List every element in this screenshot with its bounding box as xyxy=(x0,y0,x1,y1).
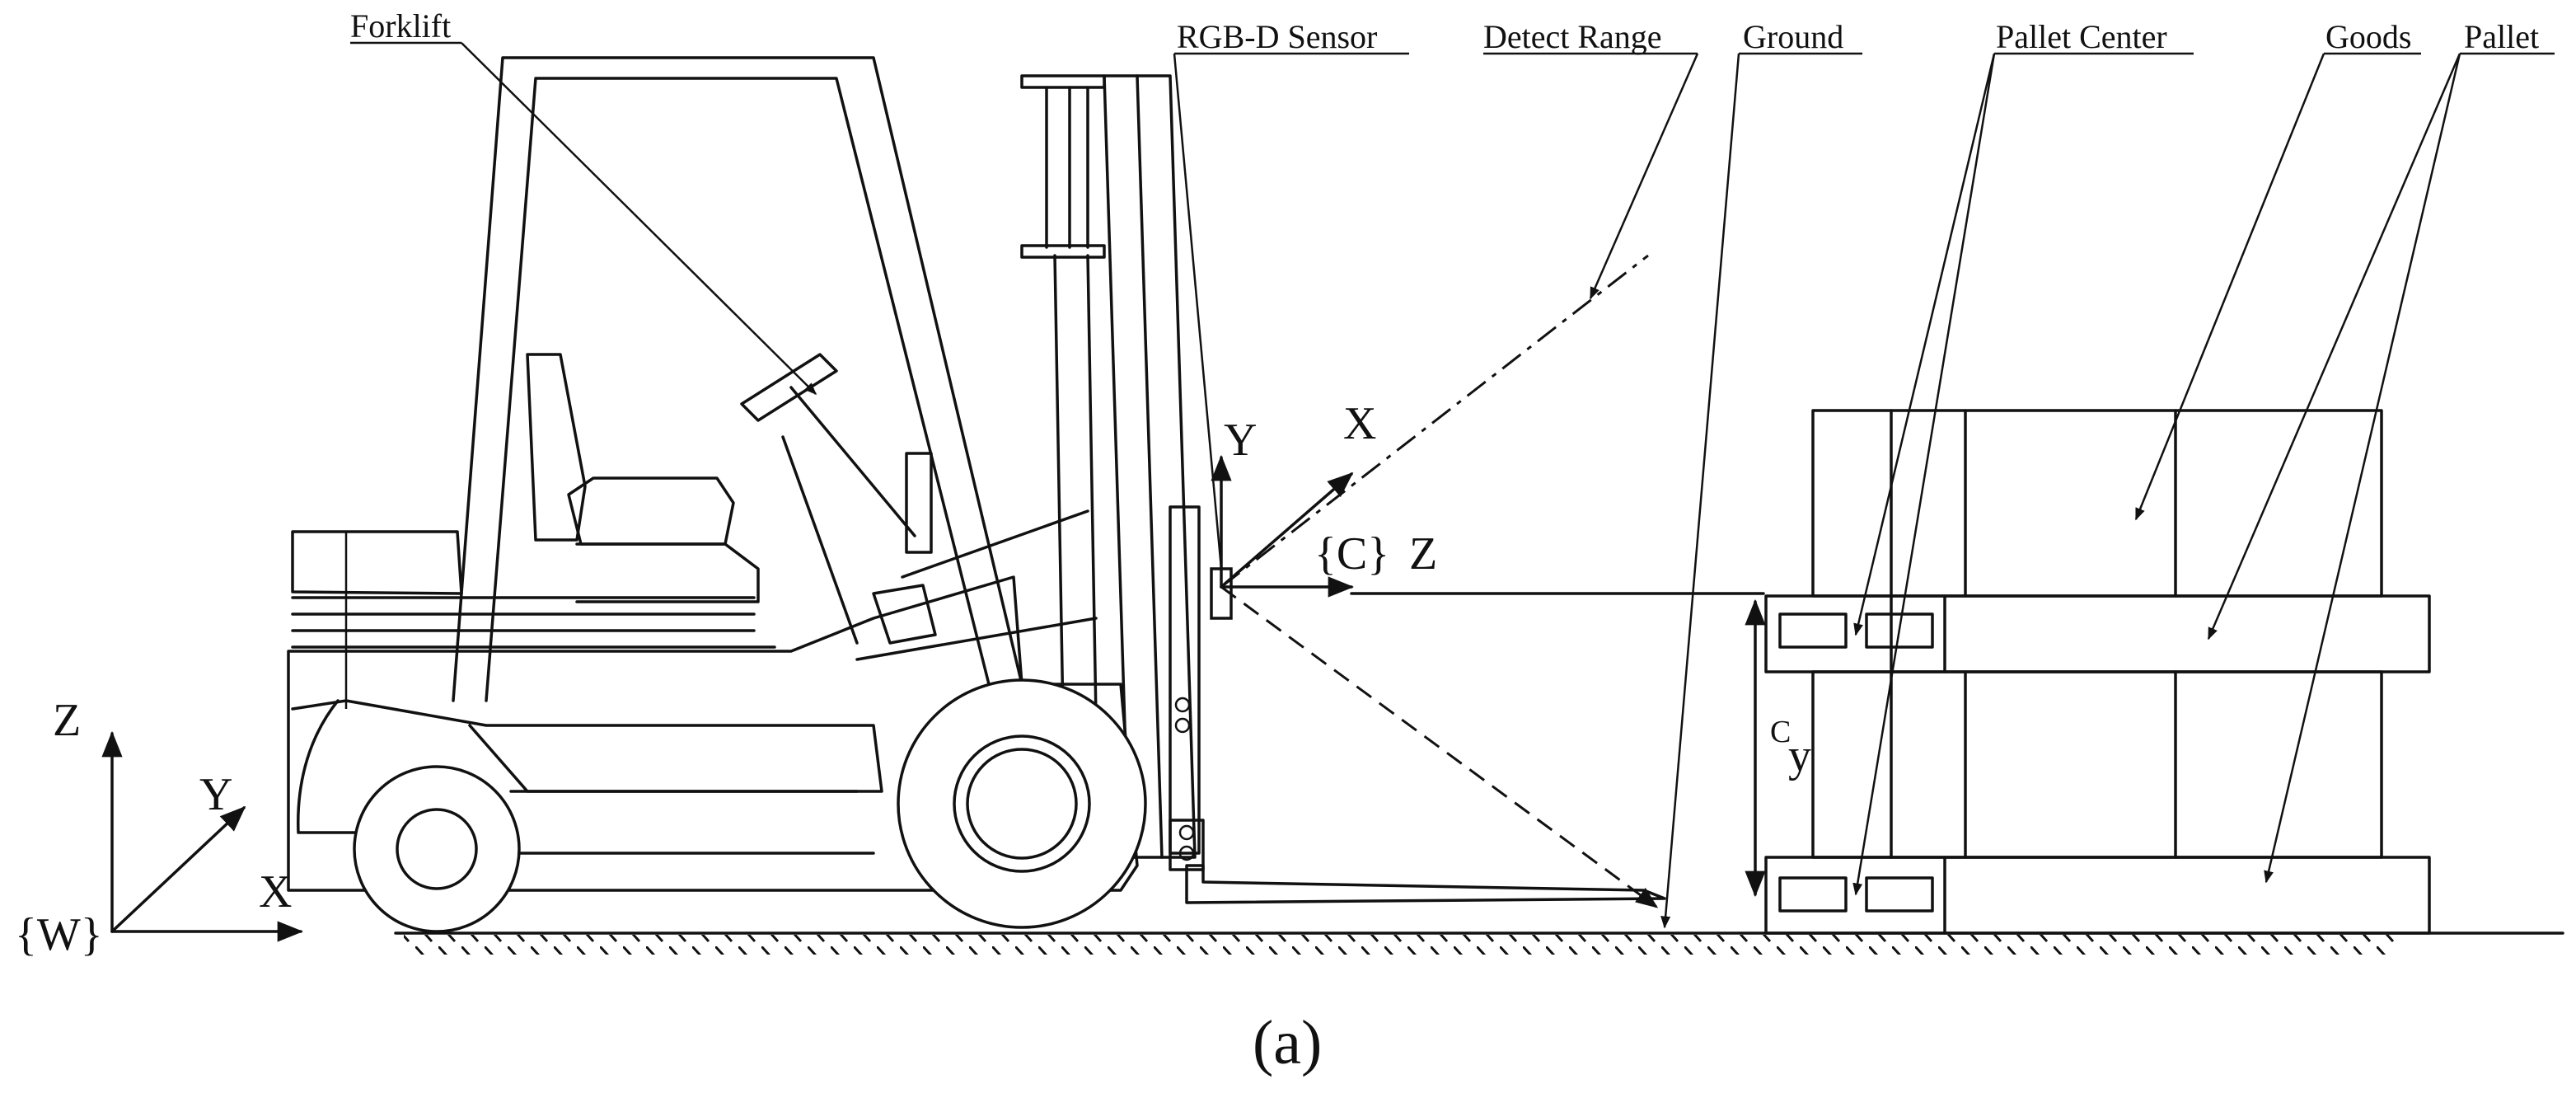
label-rgbd-sensor: RGB-D Sensor xyxy=(1177,18,1377,55)
callout-pallet-center: Pallet Center xyxy=(1852,18,2194,896)
camera-z-label: Z xyxy=(1409,528,1437,580)
callout-ground: Ground xyxy=(1660,18,1862,929)
callout-goods: Goods xyxy=(2134,18,2421,521)
camera-frame-name: {C} xyxy=(1314,528,1389,580)
label-detect-range: Detect Range xyxy=(1483,18,1662,55)
world-z-label: Z xyxy=(53,695,81,746)
camera-frame: Y X {C} Z xyxy=(1211,398,1765,598)
forklift-drawing xyxy=(287,56,1666,933)
label-pallet: Pallet xyxy=(2464,18,2539,55)
figure-caption: (a) xyxy=(1253,1008,1322,1077)
detect-range xyxy=(1220,254,1659,908)
ground-line xyxy=(394,931,2564,955)
height-dimension: C y xyxy=(1745,598,1811,898)
label-forklift: Forklift xyxy=(350,7,451,45)
label-ground: Ground xyxy=(1743,18,1843,55)
callout-forklift: Forklift xyxy=(350,7,817,396)
dimension-superscript: C xyxy=(1770,715,1791,749)
label-goods: Goods xyxy=(2325,18,2411,55)
camera-y-label: Y xyxy=(1224,415,1257,466)
world-y-label: Y xyxy=(199,769,232,820)
world-x-label: X xyxy=(259,866,292,917)
label-pallet-center: Pallet Center xyxy=(1996,18,2167,55)
pallet-stack xyxy=(1764,409,2431,935)
callout-pallet: Pallet xyxy=(2207,18,2555,884)
world-frame: Z Y X {W} xyxy=(15,695,304,960)
camera-x-label: X xyxy=(1343,398,1376,449)
callout-detect-range: Detect Range xyxy=(1483,18,1699,300)
world-frame-name: {W} xyxy=(15,909,103,960)
callout-rgbd-sensor: RGB-D Sensor xyxy=(1173,18,1409,570)
dimension-symbol: y xyxy=(1788,730,1811,781)
